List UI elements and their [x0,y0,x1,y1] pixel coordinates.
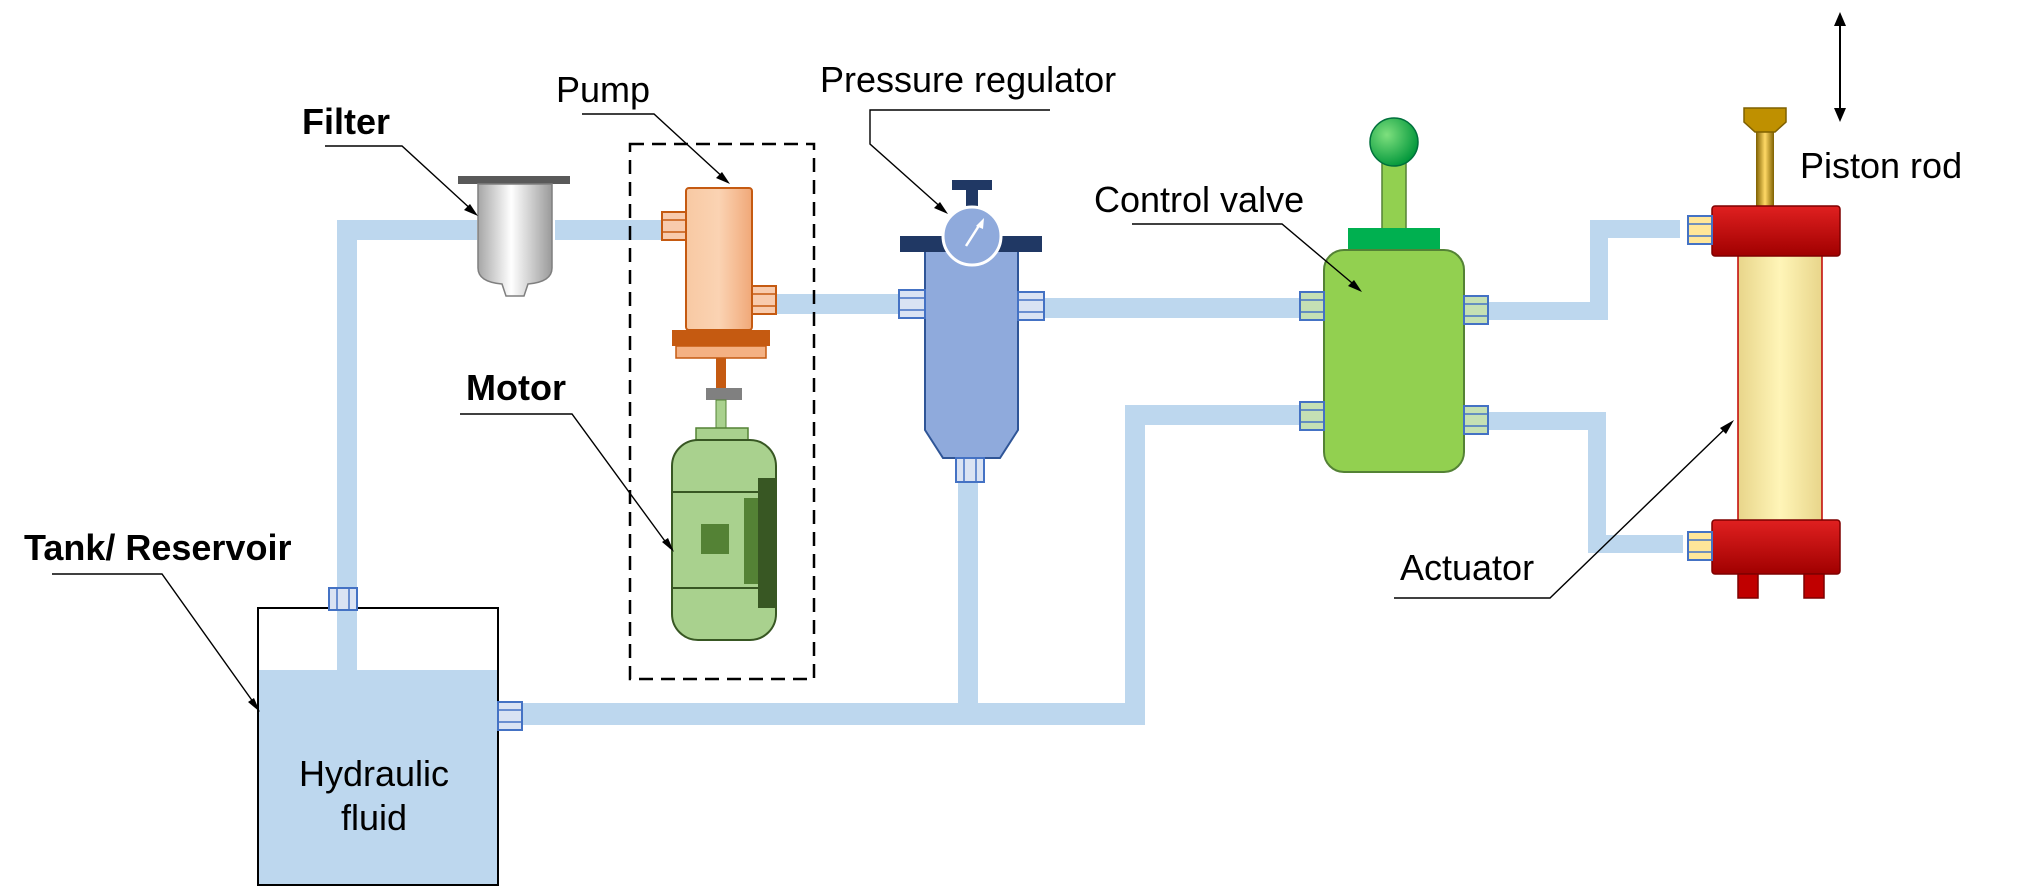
tank-top-fitting [328,587,358,611]
pipe-valve-to-actuator-top-a [1480,302,1600,320]
label-control-valve: Control valve [1094,179,1304,220]
actuator-barrel [1737,253,1823,523]
control-valve [1299,117,1489,473]
pump-motor-unit-boundary [628,142,816,681]
actuator-port-bottom [1687,531,1713,561]
pipe-tank-riser [337,220,357,675]
label-tank-reservoir: Tank/ Reservoir [24,527,291,568]
tank-reservoir: Hydraulic fluid [257,587,523,886]
coupling [706,388,742,400]
rod-motion-arrow [1834,12,1846,122]
valve-port-p [1299,291,1325,321]
motor-mount [695,427,749,441]
actuator-top-cap [1711,205,1841,257]
callout-pressure-regulator: Pressure regulator [820,59,1116,214]
callout-motor: Motor [460,367,674,552]
filter-bowl [477,183,553,297]
motor-shaft [715,399,727,431]
pipe-return-main [515,703,1145,725]
pipe-regulator-drain [958,470,978,715]
pressure-regulator [898,180,1045,483]
pipe-regulator-to-valve [1035,298,1315,318]
regulator-outlet-fitting [1017,291,1045,321]
valve-port-b [1463,405,1489,435]
pipe-filter-inlet [337,220,477,240]
pipe-valve-to-actuator-top-c [1590,220,1680,238]
callout-actuator: Actuator [1394,420,1734,599]
callout-filter: Filter [302,101,478,216]
pump [661,187,777,431]
regulator-adjust-handle [952,180,992,190]
motor [671,427,777,641]
label-pressure-regulator: Pressure regulator [820,59,1116,100]
valve-top-block [1348,228,1440,252]
label-actuator: Actuator [1400,547,1534,588]
pipe-valve-to-actuator-bottom-b [1588,412,1606,552]
motor-terminal-box [701,524,729,554]
pipe-valve-to-actuator-top-b [1590,220,1608,320]
regulator-drain-fitting [955,457,985,483]
fluid-label-line1: Hydraulic [299,753,449,794]
actuator-foot-right [1803,573,1825,599]
pipe-return-riser [1125,405,1145,725]
valve-port-a [1463,295,1489,325]
tank-side-fitting [497,701,523,731]
pipe-return-to-valve [1125,405,1315,425]
pipe-pump-to-regulator [770,294,900,314]
tank-fluid [258,670,498,885]
pump-base-plate [675,345,767,359]
pump-shaft [716,358,726,388]
pump-outlet-fitting [751,285,777,315]
filter [458,176,570,297]
valve-body [1323,249,1465,473]
callout-pump: Pump [556,69,730,184]
pump-flange [672,330,770,346]
piston-rod [1756,128,1774,210]
motor-fan-cover [758,478,776,608]
pump-inlet-fitting [661,211,687,241]
filter-cap [458,176,570,184]
label-motor: Motor [466,367,566,408]
regulator-body [924,249,1019,459]
gauge-needle [964,223,982,247]
valve-port-t [1299,401,1325,431]
regulator-inlet-fitting [898,289,926,319]
callout-piston-rod: Piston rod [1800,145,1962,186]
pipe-valve-to-actuator-bottom-c [1588,535,1683,553]
actuator-foot-left [1737,573,1759,599]
label-pump: Pump [556,69,650,110]
pipe-valve-to-actuator-bottom-a [1480,412,1605,430]
piston-rod-head [1743,107,1787,133]
pipe-network [337,220,1683,725]
tank-outline [257,607,499,886]
label-piston-rod: Piston rod [1800,145,1962,186]
pipe-filter-to-pump [555,220,685,240]
actuator [1687,107,1841,599]
valve-knob [1369,117,1419,167]
fluid-label-line2: fluid [341,797,407,838]
pump-body [685,187,753,331]
actuator-bottom-cap [1711,519,1841,575]
motor-end-cap [744,498,758,584]
callout-control-valve: Control valve [1094,179,1362,292]
label-filter: Filter [302,101,390,142]
callout-tank-reservoir: Tank/ Reservoir [24,527,291,712]
actuator-port-top [1687,215,1713,245]
